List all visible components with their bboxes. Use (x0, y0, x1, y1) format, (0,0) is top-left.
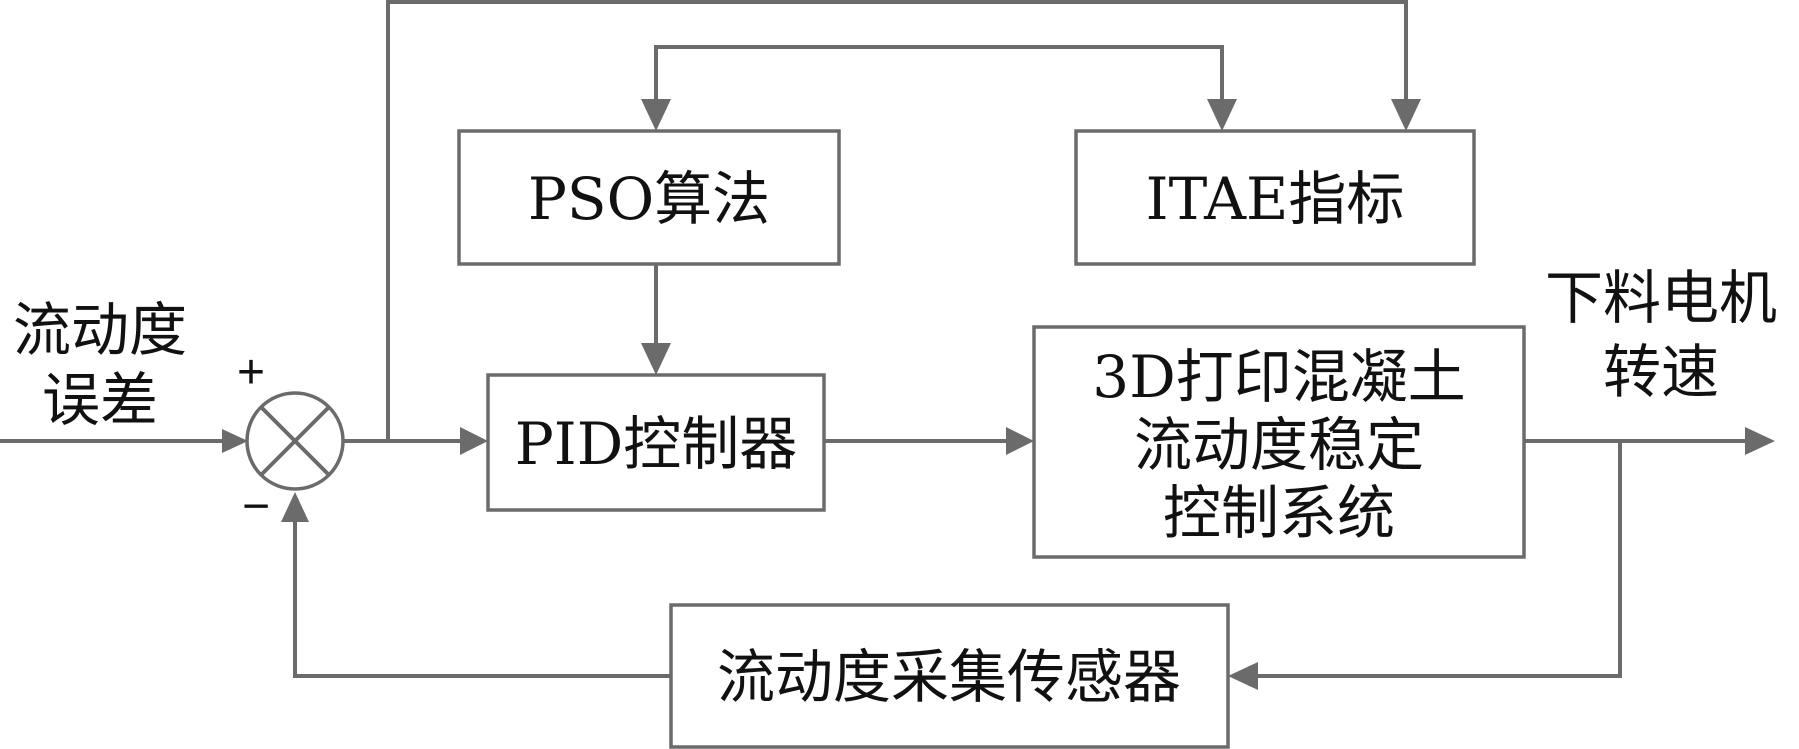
itae-label: ITAE指标 (1146, 165, 1405, 233)
itae-block: ITAE指标 (1074, 129, 1476, 266)
input-label-line-1: 流动度 (13, 296, 187, 364)
system-box (1032, 325, 1526, 559)
arrow-into-junction (222, 429, 248, 453)
output-label-line-2: 转速 (1603, 338, 1719, 406)
input-label-line-2: 误差 (42, 366, 158, 434)
arrow-into-itae-right (1391, 99, 1421, 131)
summing-cross-b (259, 405, 331, 477)
sensor-to-junction-line (293, 515, 671, 678)
output-label-line-1: 下料电机 (1545, 264, 1777, 332)
arrow-into-junction-bottom (281, 492, 309, 522)
system-label-line-2: 流动度稳定 (1134, 411, 1424, 479)
arrow-output (1745, 427, 1775, 455)
pso-block: PSO算法 (457, 129, 841, 266)
pso-label: PSO算法 (528, 165, 770, 233)
arrow-into-pid-from-pso (641, 343, 671, 375)
output-label: 下料电机 转速 (1545, 264, 1777, 406)
plus-sign: + (237, 346, 265, 399)
sensor-box (669, 603, 1230, 749)
sensor-block: 流动度采集传感器 (669, 603, 1230, 749)
system-block: 3D打印混凝土 流动度稳定 控制系统 (1032, 325, 1526, 559)
pso-itae-link-line (654, 45, 1224, 105)
arrow-into-sensor (1228, 662, 1258, 690)
minus-sign: − (242, 480, 270, 533)
connection-lines (0, 0, 1755, 678)
output-to-sensor-line (1250, 441, 1622, 678)
arrow-into-pid (460, 427, 488, 455)
summing-junction: + − (237, 346, 345, 533)
pid-label: PID控制器 (515, 410, 797, 478)
system-label-line-3: 控制系统 (1163, 479, 1395, 547)
pid-box (486, 373, 826, 512)
arrow-into-system (1006, 427, 1034, 455)
arrow-into-pso (641, 99, 671, 131)
sensor-label: 流动度采集传感器 (717, 643, 1181, 711)
arrow-into-itae-left (1207, 99, 1237, 131)
arrowheads (222, 99, 1775, 690)
pid-block: PID控制器 (486, 373, 826, 512)
input-label: 流动度 误差 (13, 296, 187, 434)
error-to-itae-line (386, 0, 1408, 441)
system-label-line-1: 3D打印混凝土 (1092, 343, 1465, 411)
pso-box (457, 129, 841, 266)
itae-box (1074, 129, 1476, 266)
